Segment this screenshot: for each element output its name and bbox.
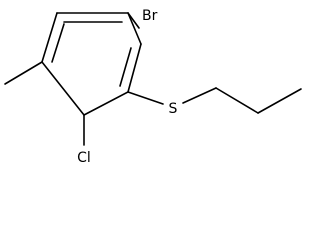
ring-double-bond-left (51, 23, 65, 63)
methyl-bond (4, 61, 43, 85)
ring-bond-bottom-left (41, 61, 85, 116)
sulfur-bond (127, 91, 164, 105)
ring-bond-bottom (83, 91, 129, 116)
ring-bond-left (41, 12, 58, 63)
chlorine-label: Cl (77, 150, 91, 166)
ring-bond-right (127, 43, 142, 93)
ring-double-bond-right (119, 47, 132, 87)
propyl-bond-3 (257, 88, 302, 114)
ring-bond-top-right (127, 12, 142, 45)
propyl-bond-1 (182, 87, 217, 104)
bromine-label: Br (142, 8, 158, 24)
molecule-structure: Br S Cl (4, 8, 302, 166)
propyl-bond-2 (215, 87, 259, 114)
benzene-ring (41, 12, 142, 116)
sulfur-label: S (169, 101, 178, 117)
bromine-bond (127, 12, 140, 29)
